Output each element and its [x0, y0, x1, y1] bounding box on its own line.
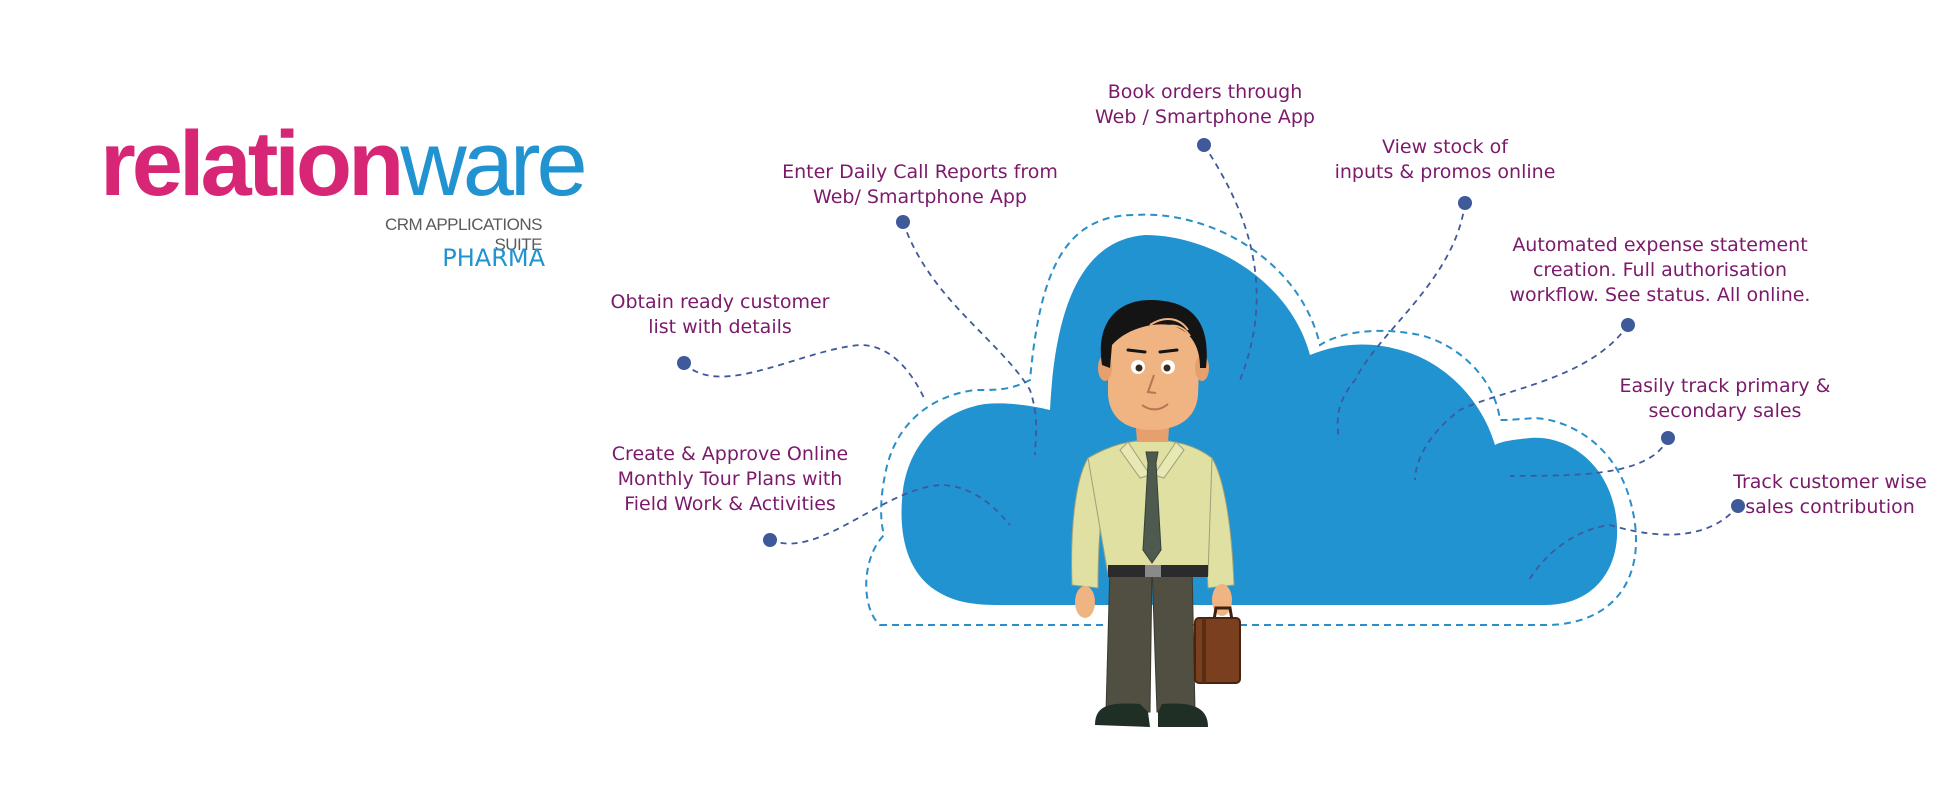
- logo-word-part2: ware: [400, 113, 587, 215]
- feature-customer-contribution: Track customer wise sales contribution: [1733, 471, 1927, 518]
- logo-tagline: CRM APPLICATIONS SUITE: [385, 215, 543, 254]
- feature-tour-plans: Create & Approve Online Monthly Tour Pla…: [611, 443, 849, 515]
- businessman-figure: [1071, 300, 1241, 727]
- feature-expense-statement: Automated expense statement creation. Fu…: [1509, 234, 1811, 306]
- logo-wordmark: relationware: [100, 118, 588, 210]
- logo-word-part1: relation: [100, 113, 404, 215]
- feature-view-stock: View stock of inputs & promos online: [1334, 136, 1556, 183]
- cloud-outline: [865, 213, 1638, 626]
- feature-daily-call-reports: Enter Daily Call Reports from Web/ Smart…: [782, 161, 1058, 208]
- connector-dots: [677, 138, 1745, 547]
- connector-lines: [683, 144, 1739, 583]
- feature-book-orders: Book orders through Web / Smartphone App: [1095, 81, 1315, 128]
- feature-track-sales: Easily track primary & secondary sales: [1619, 375, 1831, 422]
- logo-product: PHARMA: [442, 244, 545, 272]
- feature-customer-list: Obtain ready customer list with details: [610, 291, 830, 338]
